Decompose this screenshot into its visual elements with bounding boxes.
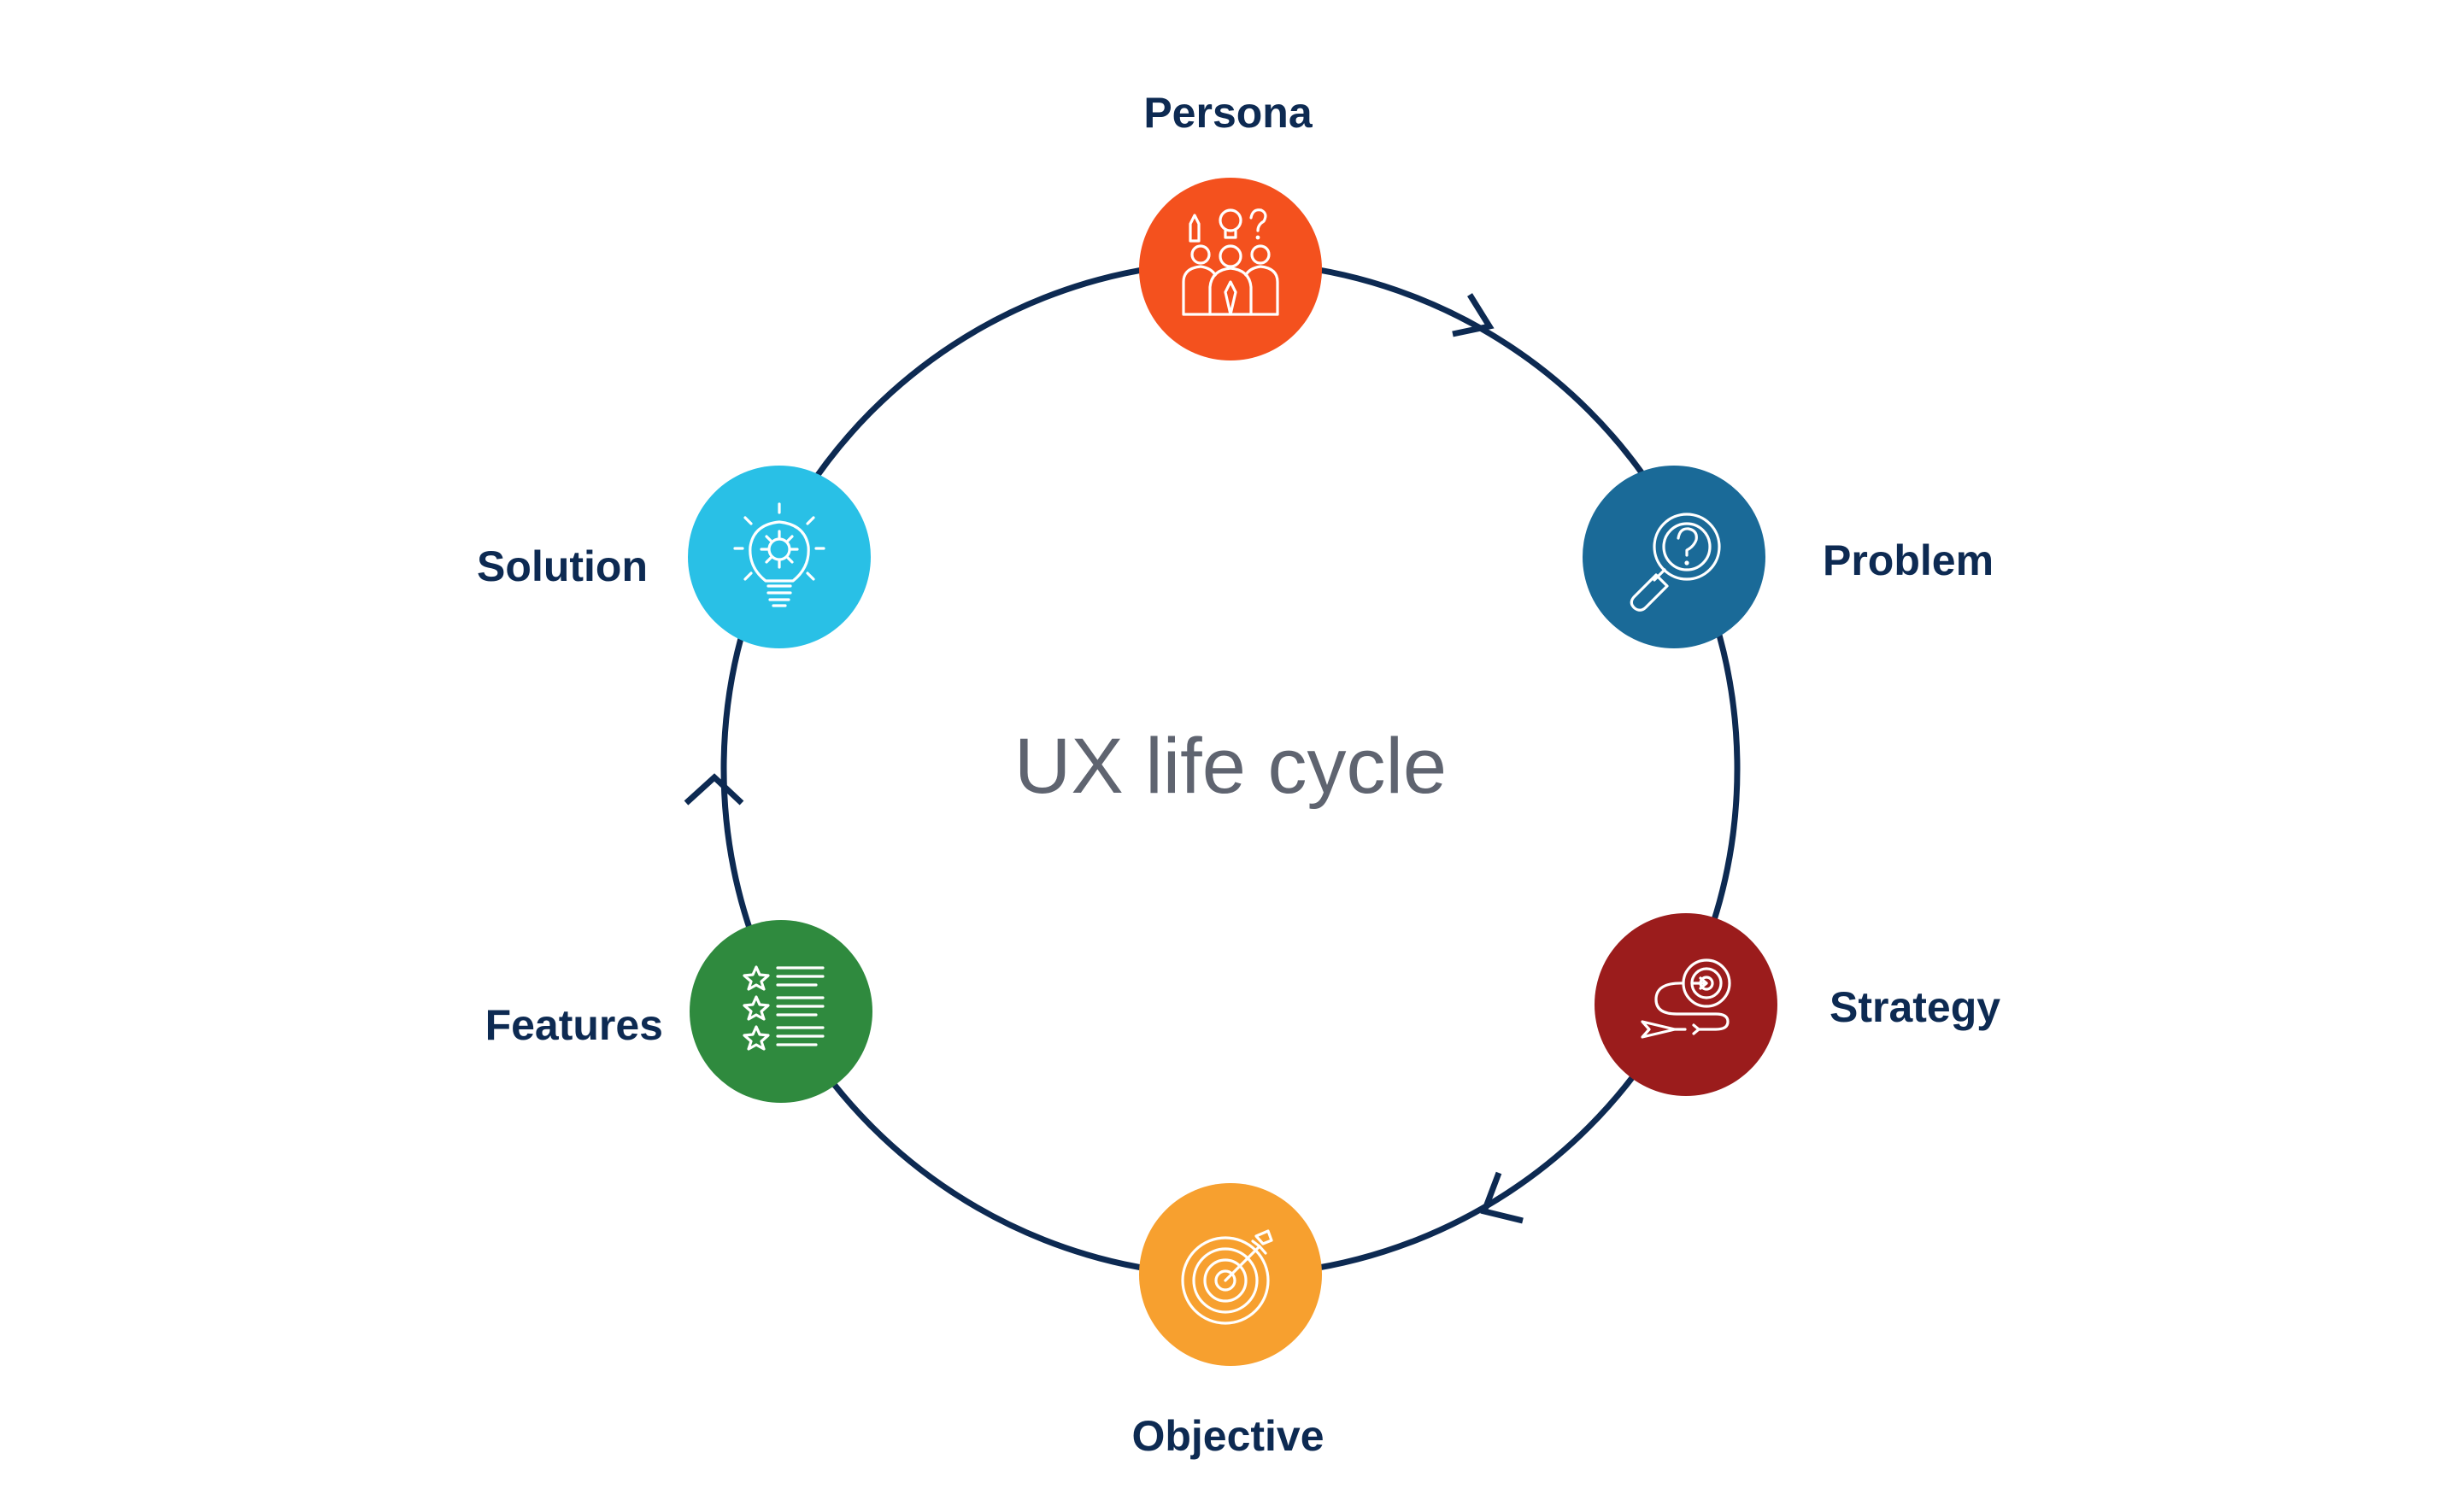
lightbulb-gear-icon [733, 502, 825, 607]
node-solution [688, 466, 871, 648]
label-solution: Solution [477, 542, 648, 590]
node-strategy [1595, 913, 1777, 1096]
node-objective [1139, 1183, 1322, 1366]
label-features: Features [485, 1001, 663, 1049]
arrow-strategy-to-objective [1480, 1171, 1524, 1224]
node-strategy-circle [1595, 913, 1777, 1096]
node-features [690, 920, 872, 1103]
target-arrow-icon [1181, 1229, 1273, 1325]
star-list-icon [743, 965, 825, 1051]
node-problem-circle [1583, 466, 1765, 648]
label-persona: Persona [1143, 89, 1313, 137]
label-strategy: Strategy [1830, 983, 2000, 1031]
magnifier-question-icon [1630, 513, 1721, 612]
node-features-circle [690, 920, 872, 1103]
label-objective: Objective [1131, 1412, 1324, 1460]
arrow-features-to-solution [684, 773, 744, 806]
node-solution-circle [688, 466, 871, 648]
node-problem [1583, 466, 1765, 648]
cycle-arrows [684, 293, 1524, 1224]
node-persona [1139, 178, 1322, 360]
label-problem: Problem [1823, 536, 1994, 584]
persona-team-icon [1182, 208, 1279, 316]
target-path-icon [1641, 958, 1731, 1039]
arrow-persona-to-problem [1452, 293, 1495, 337]
center-title: UX life cycle [1014, 723, 1447, 810]
